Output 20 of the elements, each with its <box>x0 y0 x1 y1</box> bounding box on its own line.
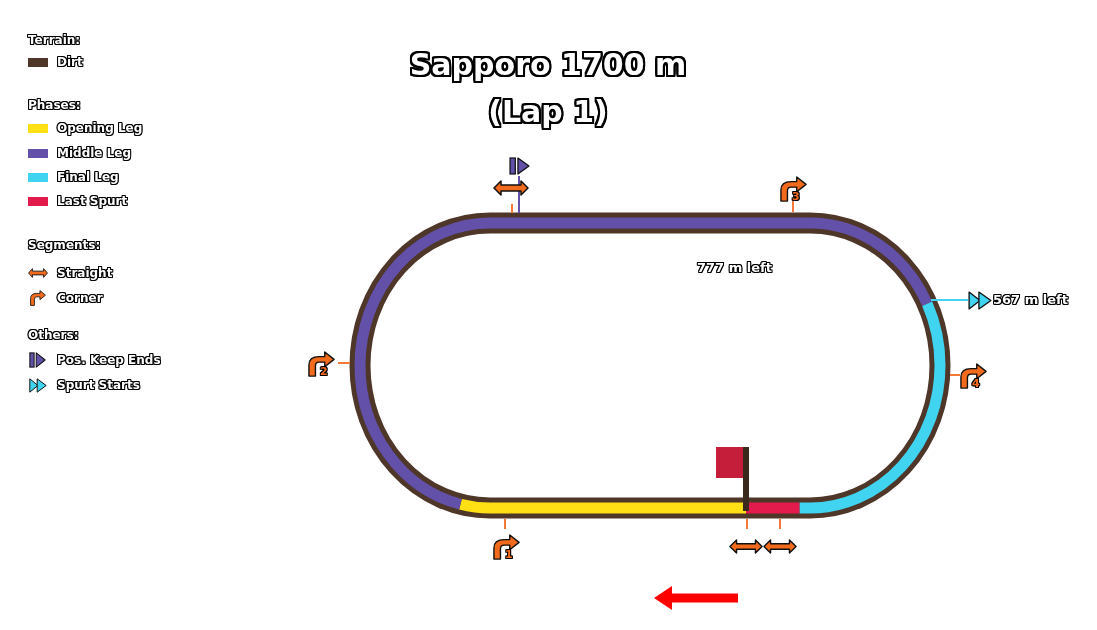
legend-label: Pos. Keep Ends <box>57 352 161 368</box>
legend-label: Final Leg <box>57 169 119 185</box>
legend-heading: Terrain: <box>28 32 81 48</box>
corner-number: 1 <box>505 549 513 561</box>
corner-number: 2 <box>320 366 328 378</box>
legend-label: Dirt <box>57 54 83 70</box>
legend-heading: Segments: <box>28 237 101 253</box>
legend-label: Corner <box>57 290 103 306</box>
distance-label: 567 m left <box>993 292 1068 308</box>
legend-label: Last Spurt <box>57 193 128 209</box>
title: Sapporo 1700 m (Lap 1) <box>408 45 688 132</box>
corner-number: 3 <box>792 191 800 203</box>
legend-label: Middle Leg <box>57 145 132 161</box>
legend-heading: Phases: <box>28 97 81 113</box>
legend-label: Opening Leg <box>57 120 143 136</box>
distance-label: 777 m left <box>697 260 772 276</box>
legend-label: Spurt Starts <box>57 377 140 393</box>
corner-number: 4 <box>972 378 980 390</box>
legend-heading: Others: <box>28 327 79 343</box>
legend-label: Straight <box>57 265 113 281</box>
